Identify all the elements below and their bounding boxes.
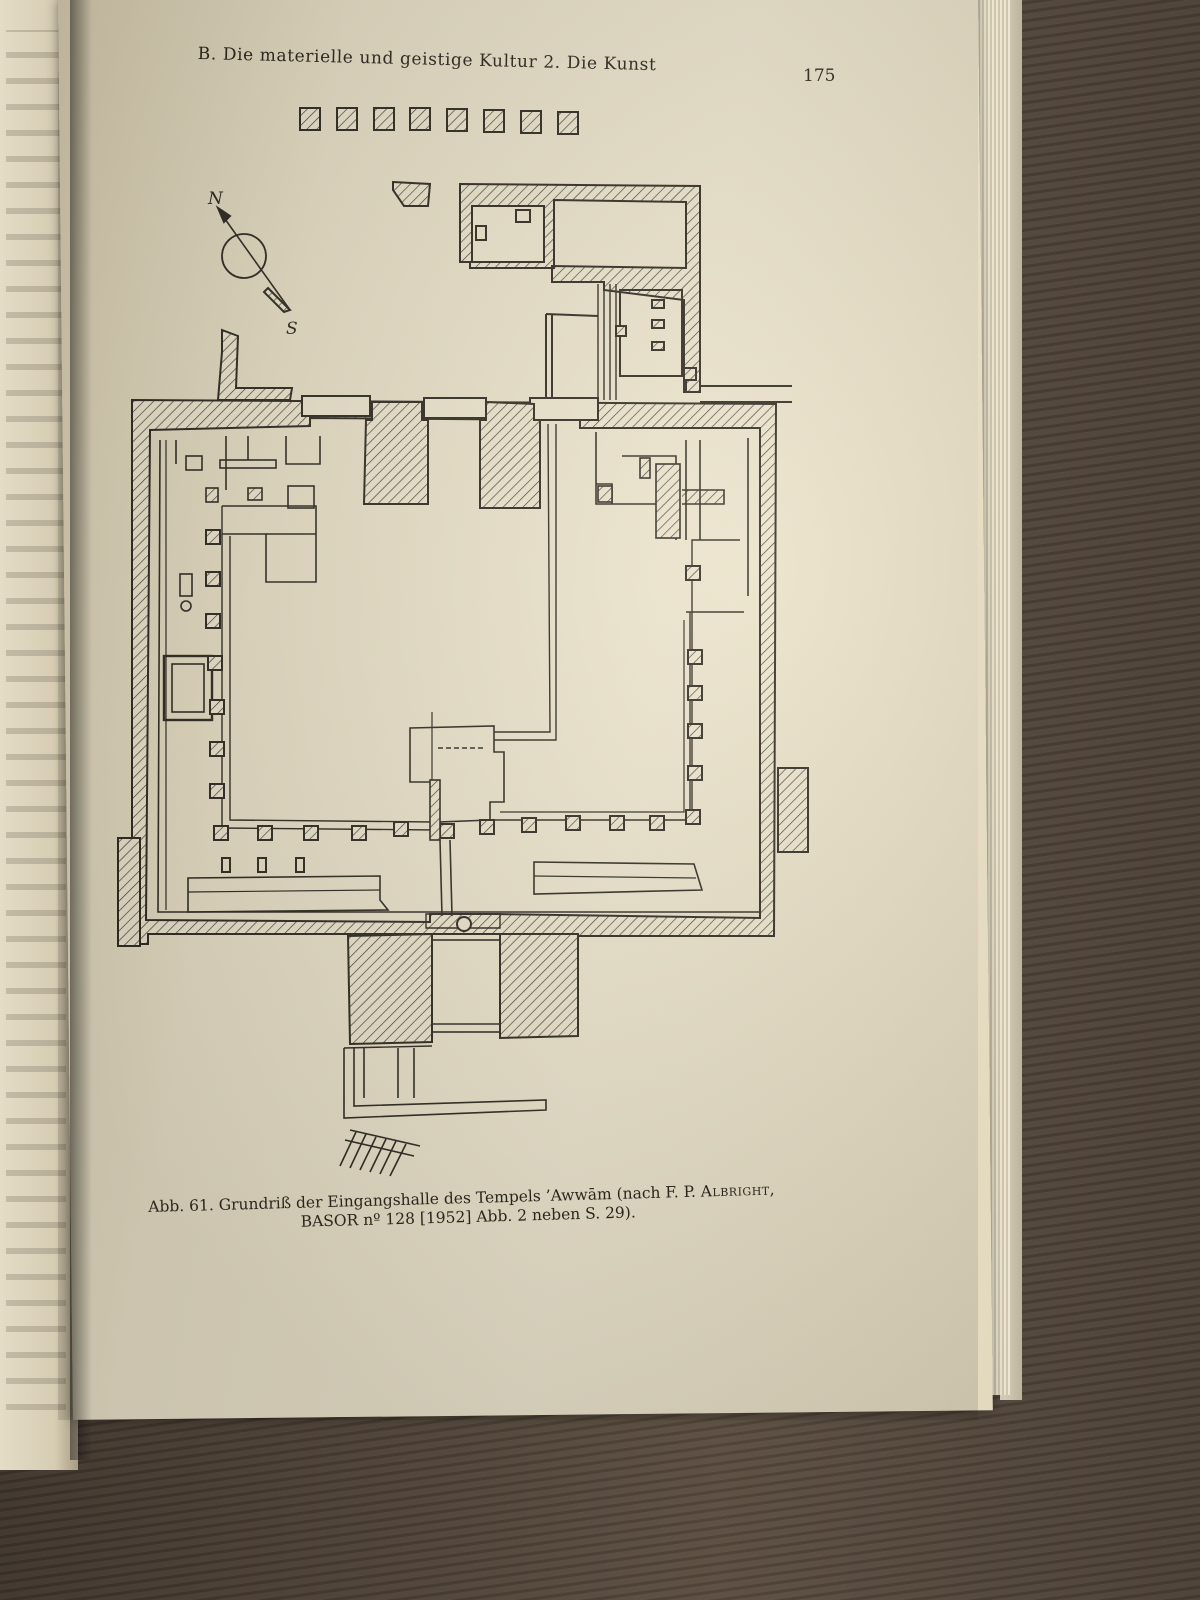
pylon-left (362, 401, 429, 505)
bench-marker-2 (257, 857, 267, 873)
west-chambers (162, 436, 321, 722)
colonnade-west (205, 529, 455, 841)
channel (545, 313, 599, 400)
east-chambers (595, 432, 725, 540)
colonnade-west-line (221, 506, 437, 831)
west-wall-fragment (216, 328, 294, 401)
compass-rose (215, 205, 292, 314)
wall-fragment (392, 180, 432, 207)
colonnade-east-line (494, 539, 744, 821)
bench-east (533, 861, 704, 895)
temple-floor-plan: N S (117, 107, 809, 1177)
compass-north-label: N (207, 189, 224, 209)
facade-opening-3 (529, 397, 599, 421)
page-number: 175 (803, 66, 836, 86)
facade-opening-2 (423, 397, 487, 419)
forecourt (343, 1048, 547, 1119)
gutter-shadow (70, 0, 92, 1460)
west-buttress (117, 837, 141, 947)
pier-row-top (299, 107, 579, 135)
colonnade-east (479, 565, 703, 835)
compass-south-label: S (286, 319, 298, 339)
east-buttress (777, 767, 809, 853)
bench-west (187, 875, 390, 913)
central-shrine (409, 712, 505, 917)
water-channel (494, 423, 557, 741)
stair-lines (597, 284, 617, 400)
bench-marker-1 (221, 857, 231, 873)
entrance-steps (339, 1129, 421, 1177)
inner-wall-line (157, 438, 760, 913)
caption-author: Albright (700, 1180, 770, 1201)
bench-marker-3 (295, 857, 305, 873)
left-page-text (6, 30, 66, 1410)
pylon-right (479, 400, 541, 509)
entrance-gate (346, 913, 579, 1046)
facade-opening-1 (301, 395, 371, 417)
